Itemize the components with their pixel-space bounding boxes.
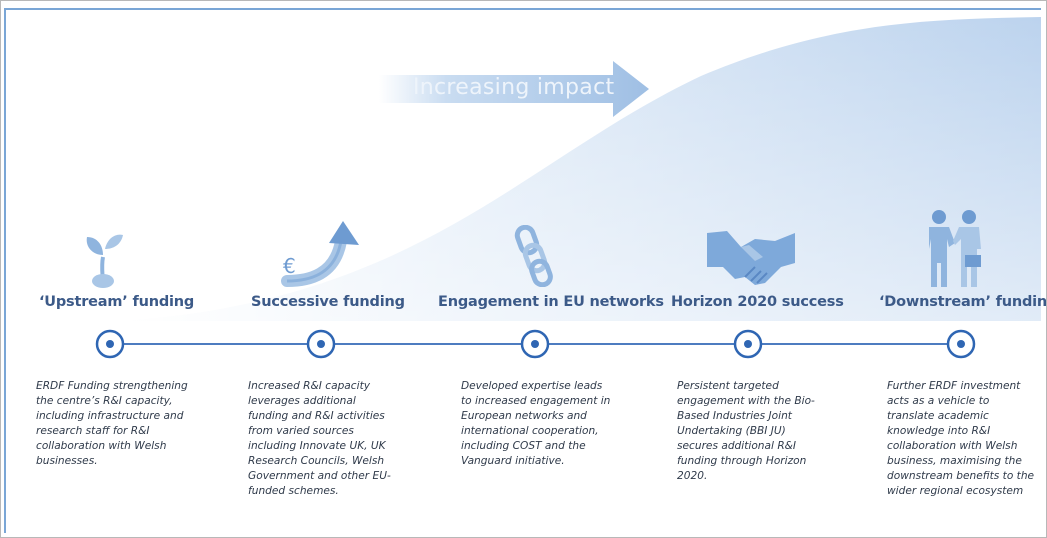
stage-description-successive: Increased R&I capacity leverages additio… bbox=[248, 380, 391, 497]
increasing-impact-label: Increasing impact bbox=[413, 75, 615, 100]
svg-text:€: € bbox=[283, 254, 296, 278]
timeline-node-3 bbox=[520, 329, 550, 359]
timeline-node-4 bbox=[733, 329, 763, 359]
handshake-icon bbox=[705, 227, 797, 291]
timeline-node-1 bbox=[95, 329, 125, 359]
stage-title-eu-networks: Engagement in EU networks bbox=[438, 294, 664, 310]
stage-title-downstream: ‘Downstream’ funding bbox=[879, 294, 1047, 310]
stage-description-horizon: Persistent targeted engagement with the … bbox=[677, 380, 815, 482]
seedling-icon bbox=[79, 225, 129, 293]
stage-description-downstream: Further ERDF investment acts as a vehicl… bbox=[887, 380, 1035, 497]
business-partners-icon bbox=[923, 209, 993, 293]
stage-title-horizon: Horizon 2020 success bbox=[671, 294, 844, 310]
frame-accent bbox=[4, 8, 1041, 533]
timeline-node-5 bbox=[946, 329, 976, 359]
increasing-impact-arrow bbox=[379, 61, 649, 117]
stage-description-upstream: ERDF Funding strengthening the centre’s … bbox=[36, 380, 188, 467]
stage-description-eu-networks: Developed expertise leads to increased e… bbox=[461, 380, 611, 467]
euro-growth-arrow-icon: € bbox=[279, 219, 369, 293]
stage-title-successive: Successive funding bbox=[251, 294, 405, 310]
stage-title-upstream: ‘Upstream’ funding bbox=[39, 294, 195, 310]
timeline-node-2 bbox=[306, 329, 336, 359]
chain-link-icon bbox=[513, 224, 557, 291]
